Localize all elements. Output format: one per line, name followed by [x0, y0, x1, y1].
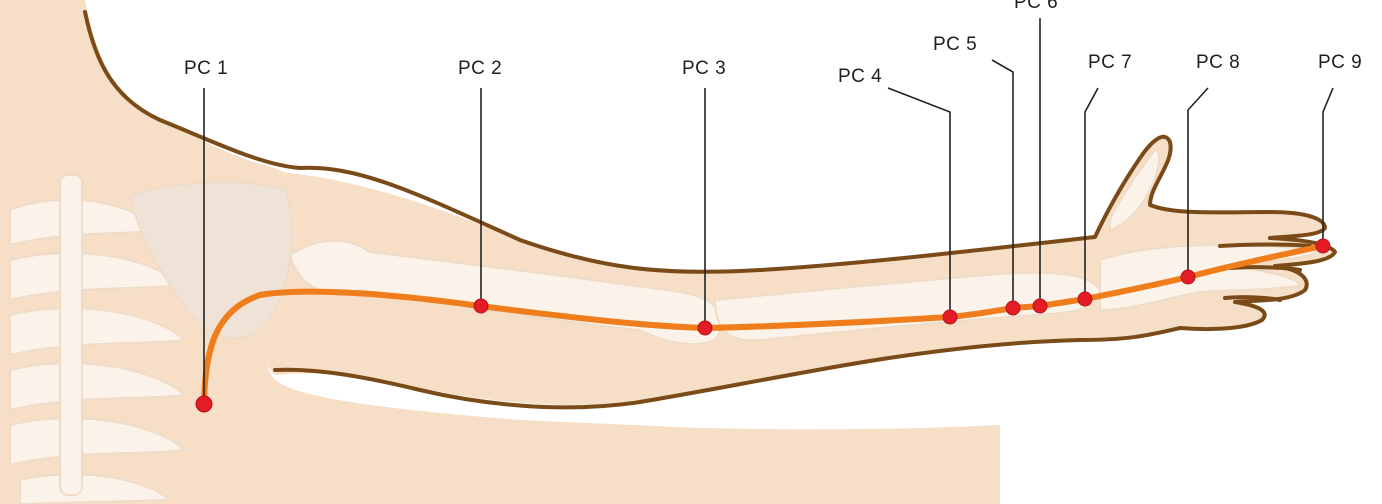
label-pc1: PC 1	[184, 58, 228, 79]
point-pc5	[1006, 301, 1020, 315]
label-pc4: PC 4	[838, 66, 882, 87]
label-pc8: PC 8	[1196, 52, 1240, 73]
point-pc4	[943, 310, 957, 324]
point-pc8	[1181, 270, 1195, 284]
point-pc9	[1316, 239, 1330, 253]
label-pc6: PC 6	[1014, 0, 1058, 13]
label-pc3: PC 3	[682, 58, 726, 79]
point-pc3	[698, 321, 712, 335]
label-pc2: PC 2	[458, 58, 502, 79]
point-pc7	[1078, 292, 1092, 306]
point-pc1	[196, 396, 212, 412]
point-pc6	[1033, 299, 1047, 313]
label-pc9: PC 9	[1318, 52, 1362, 73]
point-labels: PC 1 PC 2 PC 3 PC 4 PC 5 PC 6 PC 7 PC 8 …	[184, 0, 1362, 87]
label-pc5: PC 5	[933, 34, 977, 55]
point-pc2	[474, 299, 488, 313]
label-pc7: PC 7	[1088, 52, 1132, 73]
